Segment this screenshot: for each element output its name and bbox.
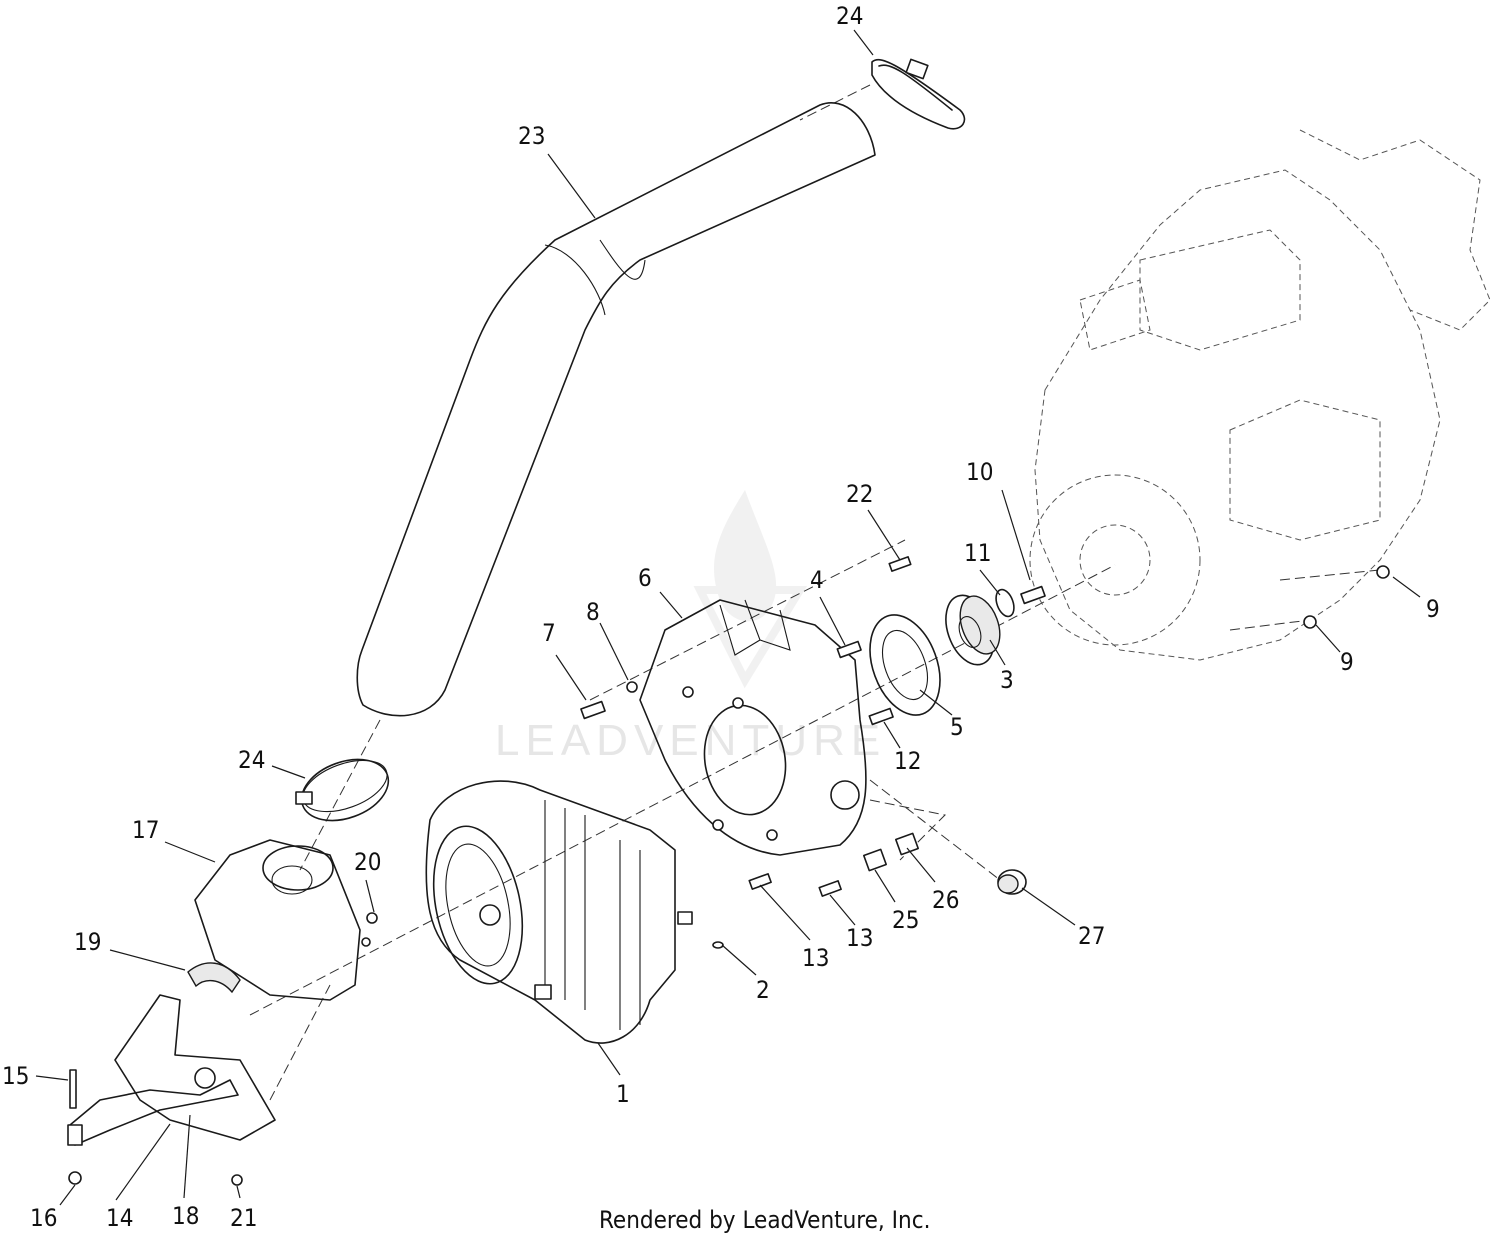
- callout-9b: 9: [1340, 648, 1354, 676]
- watermark-text: LEADVENTURE: [495, 716, 886, 765]
- cover: [194, 839, 361, 1001]
- callout-13a: 13: [802, 944, 829, 972]
- callout-18: 18: [172, 1202, 199, 1230]
- callout-26: 26: [932, 886, 959, 914]
- discharge-tube: [356, 102, 876, 717]
- callout-16: 16: [30, 1204, 57, 1232]
- hardware: [68, 556, 1390, 1186]
- shield-segment: [187, 962, 241, 994]
- callout-23: 23: [518, 122, 545, 150]
- callout-9a: 9: [1426, 595, 1440, 623]
- callout-10: 10: [966, 458, 993, 486]
- callout-8: 8: [586, 598, 600, 626]
- callout-19: 19: [74, 928, 101, 956]
- callout-2: 2: [756, 976, 770, 1004]
- flame-logo-icon: [693, 490, 808, 689]
- callout-15: 15: [2, 1062, 29, 1090]
- callout-7: 7: [542, 619, 556, 647]
- callout-3: 3: [1000, 666, 1014, 694]
- callout-21: 21: [230, 1204, 257, 1232]
- callout-20: 20: [354, 848, 381, 876]
- engine-ghost: [1029, 129, 1491, 661]
- callout-13b: 13: [846, 924, 873, 952]
- coupling-ring: [869, 614, 941, 716]
- drive-gear: [945, 594, 1001, 666]
- callout-25: 25: [892, 906, 919, 934]
- joint-assembly: [67, 994, 276, 1146]
- callout-1: 1: [616, 1080, 630, 1108]
- callout-11: 11: [964, 539, 991, 567]
- plug: [997, 869, 1027, 895]
- watermark: LEADVENTURE: [495, 490, 886, 765]
- callout-5: 5: [950, 713, 964, 741]
- callout-24a: 24: [836, 2, 863, 30]
- adapter-housing: [639, 599, 867, 856]
- callout-6: 6: [638, 564, 652, 592]
- callouts: 1 2 3 4 5 6 7 8 9 9 10 11 12 13 13 14 15…: [2, 2, 1440, 1232]
- hose-clamp-top: [871, 58, 966, 130]
- washer-and-bolt: [995, 585, 1046, 618]
- blower-housing: [425, 780, 676, 1044]
- callout-27: 27: [1078, 922, 1105, 950]
- callout-14: 14: [106, 1204, 133, 1232]
- callout-4: 4: [810, 566, 824, 594]
- callout-22: 22: [846, 480, 873, 508]
- callout-24b: 24: [238, 746, 265, 774]
- callout-12: 12: [894, 747, 921, 775]
- leader-lines: [35, 29, 1421, 1206]
- footer-credit: Rendered by LeadVenture, Inc.: [599, 1206, 930, 1234]
- hose-clamp-lower: [295, 758, 390, 822]
- callout-17: 17: [132, 816, 159, 844]
